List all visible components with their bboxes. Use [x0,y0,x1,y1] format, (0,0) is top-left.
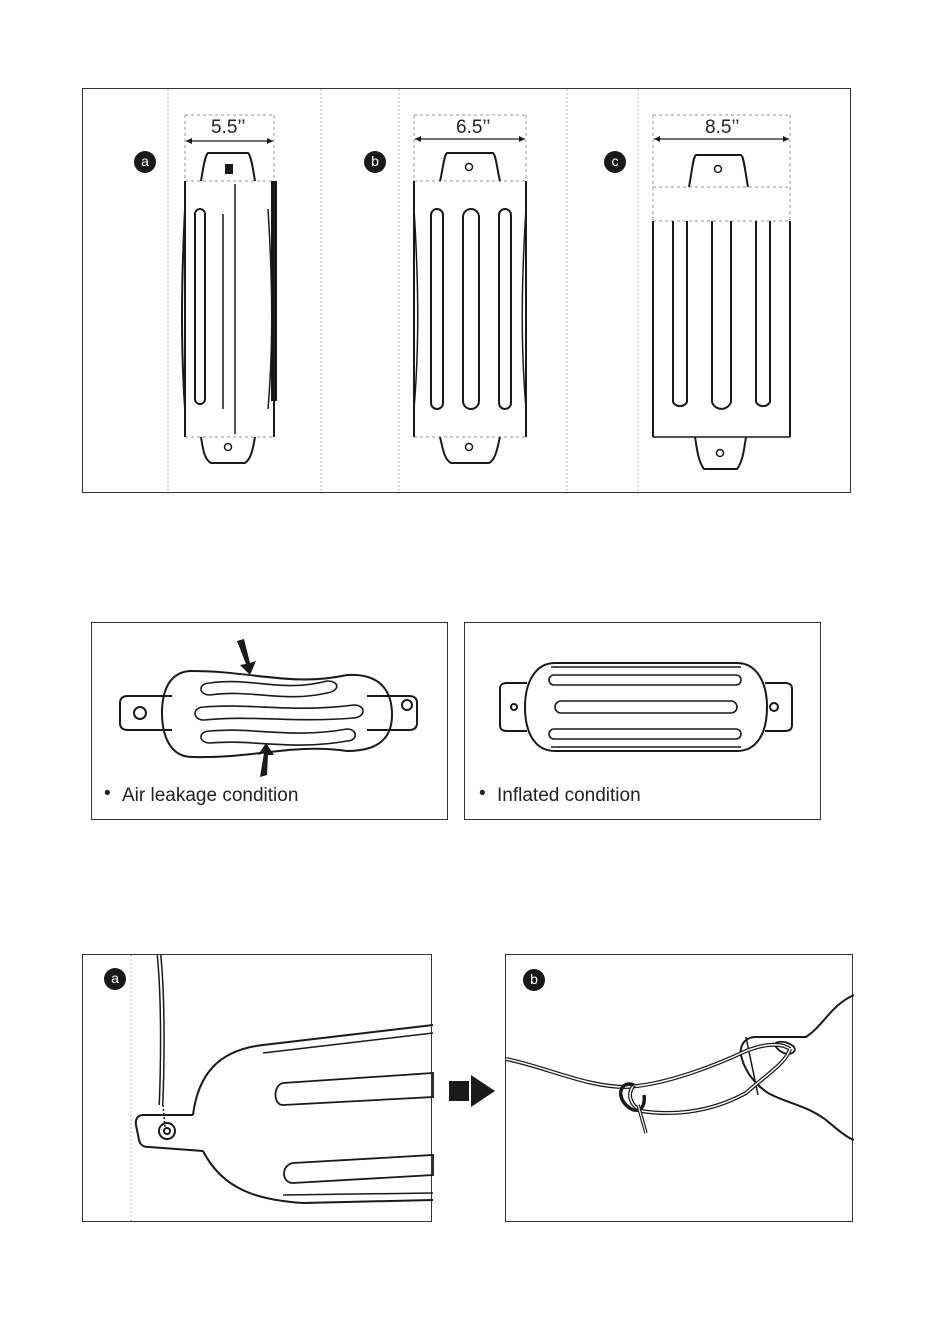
inflated-caption: Inflated condition [497,785,641,807]
rope-insert-panel: a [82,954,432,1222]
size-c-badge: c [604,151,626,173]
fender-b [414,115,526,463]
bullet-inflated: • [479,783,486,805]
rope-knot-drawing [506,955,854,1223]
step-a-badge: a [104,968,126,990]
size-a-width: 5.5’’ [211,117,246,139]
size-a-badge: a [134,151,156,173]
fender-a [182,115,277,463]
air-leakage-panel: • Air leakage condition [91,622,448,820]
fender-c [653,115,790,469]
size-c-width: 8.5’’ [705,117,740,139]
size-b-width: 6.5’’ [456,117,491,139]
rope-knot-panel: b [505,954,853,1222]
size-b-badge: b [364,151,386,173]
air-leakage-caption: Air leakage condition [122,785,298,807]
arrow-up-icon [258,743,274,777]
step-b-badge: b [523,969,545,991]
fender-sizes-panel: 5.5’’ 6.5’’ 8.5’’ a b c [82,88,851,493]
bullet-leak: • [104,783,111,805]
rope-insert-drawing [83,955,433,1223]
fender-sizes-drawing [83,89,852,494]
arrow-down-icon [237,639,256,675]
inflated-panel: • Inflated condition [464,622,821,820]
